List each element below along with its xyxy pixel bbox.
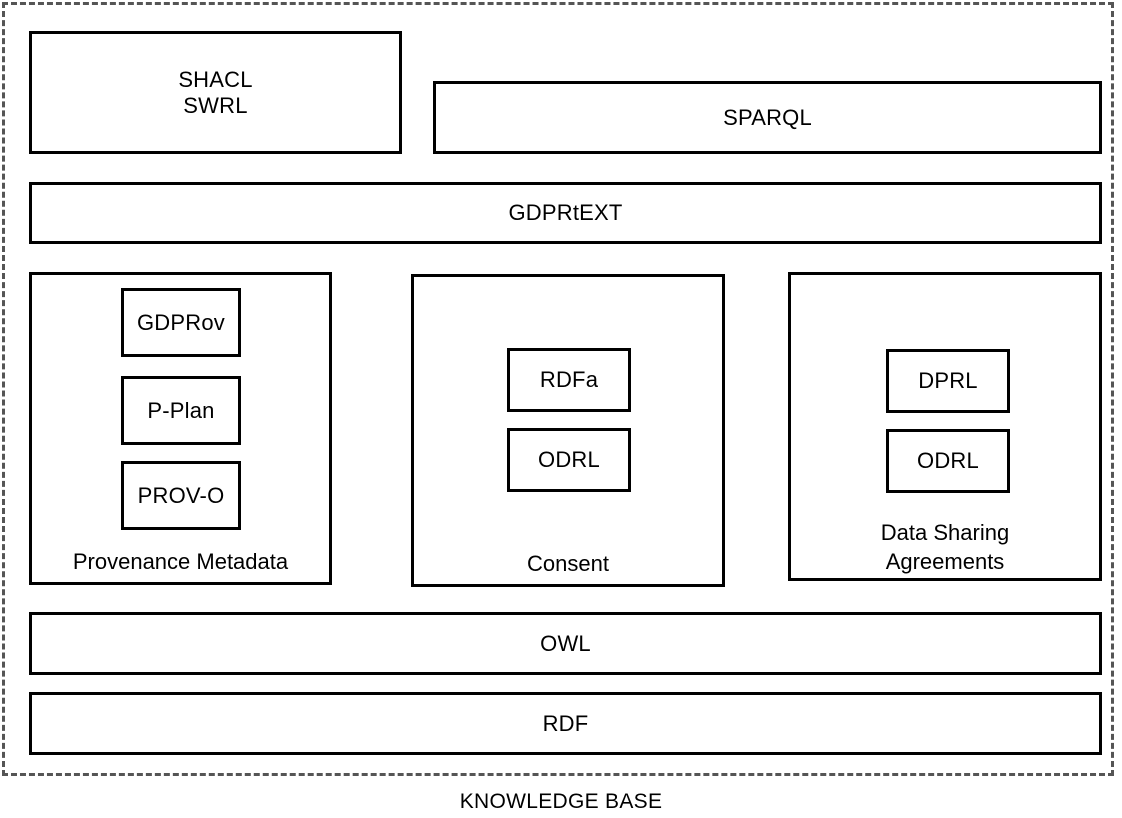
swrl-label: SWRL [183,92,248,118]
dprl-label: DPRL [918,368,978,393]
sharing-caption: Data Sharing Agreements [791,518,1099,576]
rules-layer-box: SHACL SWRL [29,31,402,154]
shacl-label: SHACL [178,66,253,92]
gdprtext-layer-box: GDPRtEXT [29,182,1102,244]
owl-layer-box: OWL [29,612,1102,675]
sparql-label: SPARQL [723,104,812,130]
p-plan-label: P-Plan [147,397,215,423]
rdf-layer-box: RDF [29,692,1102,755]
knowledge-base-boundary [2,2,1114,776]
sharing-odrl-box: ODRL [886,429,1010,493]
prov-o-label: PROV-O [137,482,225,508]
sharing-odrl-label: ODRL [917,448,979,473]
prov-o-box: PROV-O [121,461,241,530]
rules-layer-labels: SHACL SWRL [178,67,252,119]
consent-caption: Consent [527,551,609,576]
rdfa-label: RDFa [539,367,599,392]
consent-odrl-label: ODRL [538,447,600,472]
data-sharing-agreements-box: DPRL ODRL Data Sharing Agreements [788,272,1102,581]
gdprtext-label: GDPRtEXT [508,200,623,225]
rdfa-box: RDFa [507,348,631,412]
consent-box: RDFa ODRL Consent [411,274,725,587]
gdprov-box: GDPRov [121,288,241,357]
sharing-caption-line2: Agreements [885,549,1005,574]
gdprov-label: GDPRov [137,309,225,335]
consent-odrl-box: ODRL [507,428,631,492]
rdf-label: RDF [542,710,589,736]
provenance-caption: Provenance Metadata [72,549,289,574]
owl-label: OWL [540,630,591,656]
provenance-metadata-box: GDPRov P-Plan PROV-O Provenance Metadata [29,272,332,585]
sparql-layer-box: SPARQL [433,81,1102,154]
dprl-box: DPRL [886,349,1010,413]
p-plan-box: P-Plan [121,376,241,445]
sharing-caption-line1: Data Sharing [880,520,1010,545]
knowledge-base-label: KNOWLEDGE BASE [459,790,663,813]
